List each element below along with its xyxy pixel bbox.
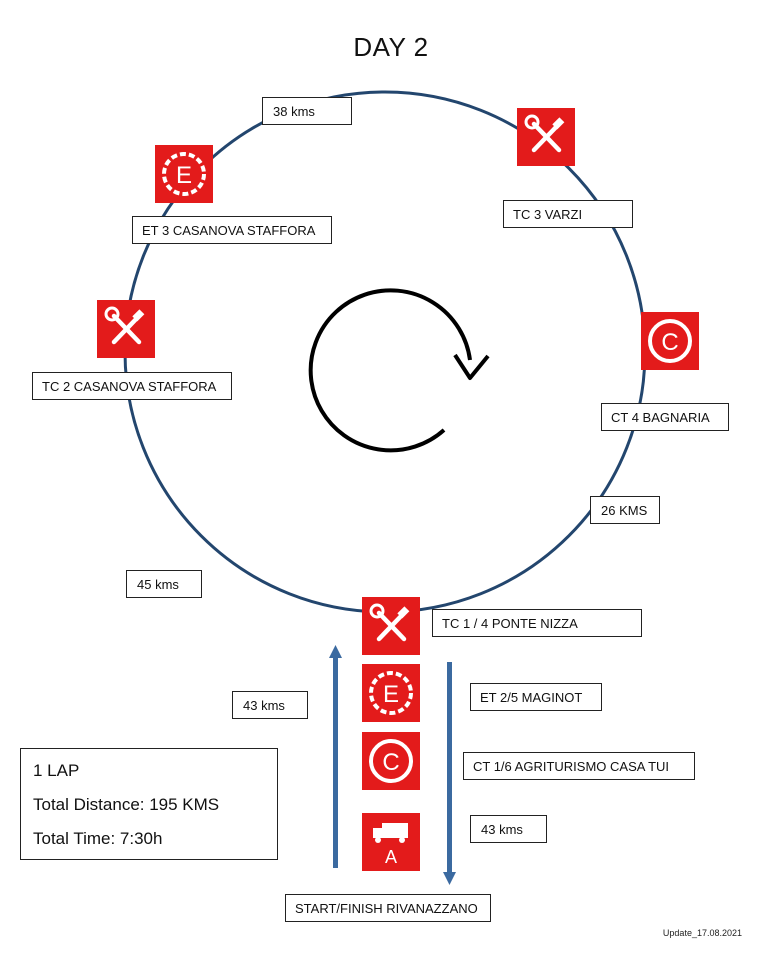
down-arrow-icon — [443, 662, 456, 885]
distance-label-top: 38 kms — [262, 97, 352, 125]
service-icon — [517, 108, 575, 166]
svg-text:A: A — [385, 847, 397, 867]
distance-label-down: 43 kms — [470, 815, 547, 843]
distance-label-left: 45 kms — [126, 570, 202, 598]
control-icon: C — [362, 732, 420, 790]
svg-text:E: E — [176, 162, 192, 189]
svg-text:E: E — [383, 681, 399, 708]
lap-summary-box: 1 LAP Total Distance: 195 KMS Total Time… — [20, 748, 278, 860]
station-label-tc2: TC 2 CASANOVA STAFFORA — [32, 372, 232, 400]
distance-label-right: 26 KMS — [590, 496, 660, 524]
station-label-et25: ET 2/5 MAGINOT — [470, 683, 602, 711]
laps-count: 1 LAP — [33, 761, 80, 780]
page-title: DAY 2 — [353, 32, 429, 62]
total-time: Total Time: 7:30h — [33, 829, 163, 848]
update-date: Update_17.08.2021 — [662, 928, 742, 938]
station-label-ct4: CT 4 BAGNARIA — [601, 403, 729, 431]
assistance-truck-icon: A — [362, 813, 420, 871]
control-icon: C — [641, 312, 699, 370]
total-distance: Total Distance: 195 KMS — [33, 795, 220, 814]
service-icon — [97, 300, 155, 358]
distance-label-up: 43 kms — [232, 691, 308, 719]
loop-arrow-icon — [308, 288, 490, 453]
station-label-ct16: CT 1/6 AGRITURISMO CASA TUI — [463, 752, 695, 780]
station-label-tc14: TC 1 / 4 PONTE NIZZA — [432, 609, 642, 637]
station-label-et3: ET 3 CASANOVA STAFFORA — [132, 216, 332, 244]
svg-text:C: C — [661, 329, 678, 356]
station-label-tc3: TC 3 VARZI — [503, 200, 633, 228]
svg-text:C: C — [382, 749, 399, 776]
entry-icon: E — [362, 664, 420, 722]
up-arrow-icon — [329, 645, 342, 868]
entry-icon: E — [155, 145, 213, 203]
service-icon — [362, 597, 420, 655]
station-label-start: START/FINISH RIVANAZZANO — [285, 894, 491, 922]
